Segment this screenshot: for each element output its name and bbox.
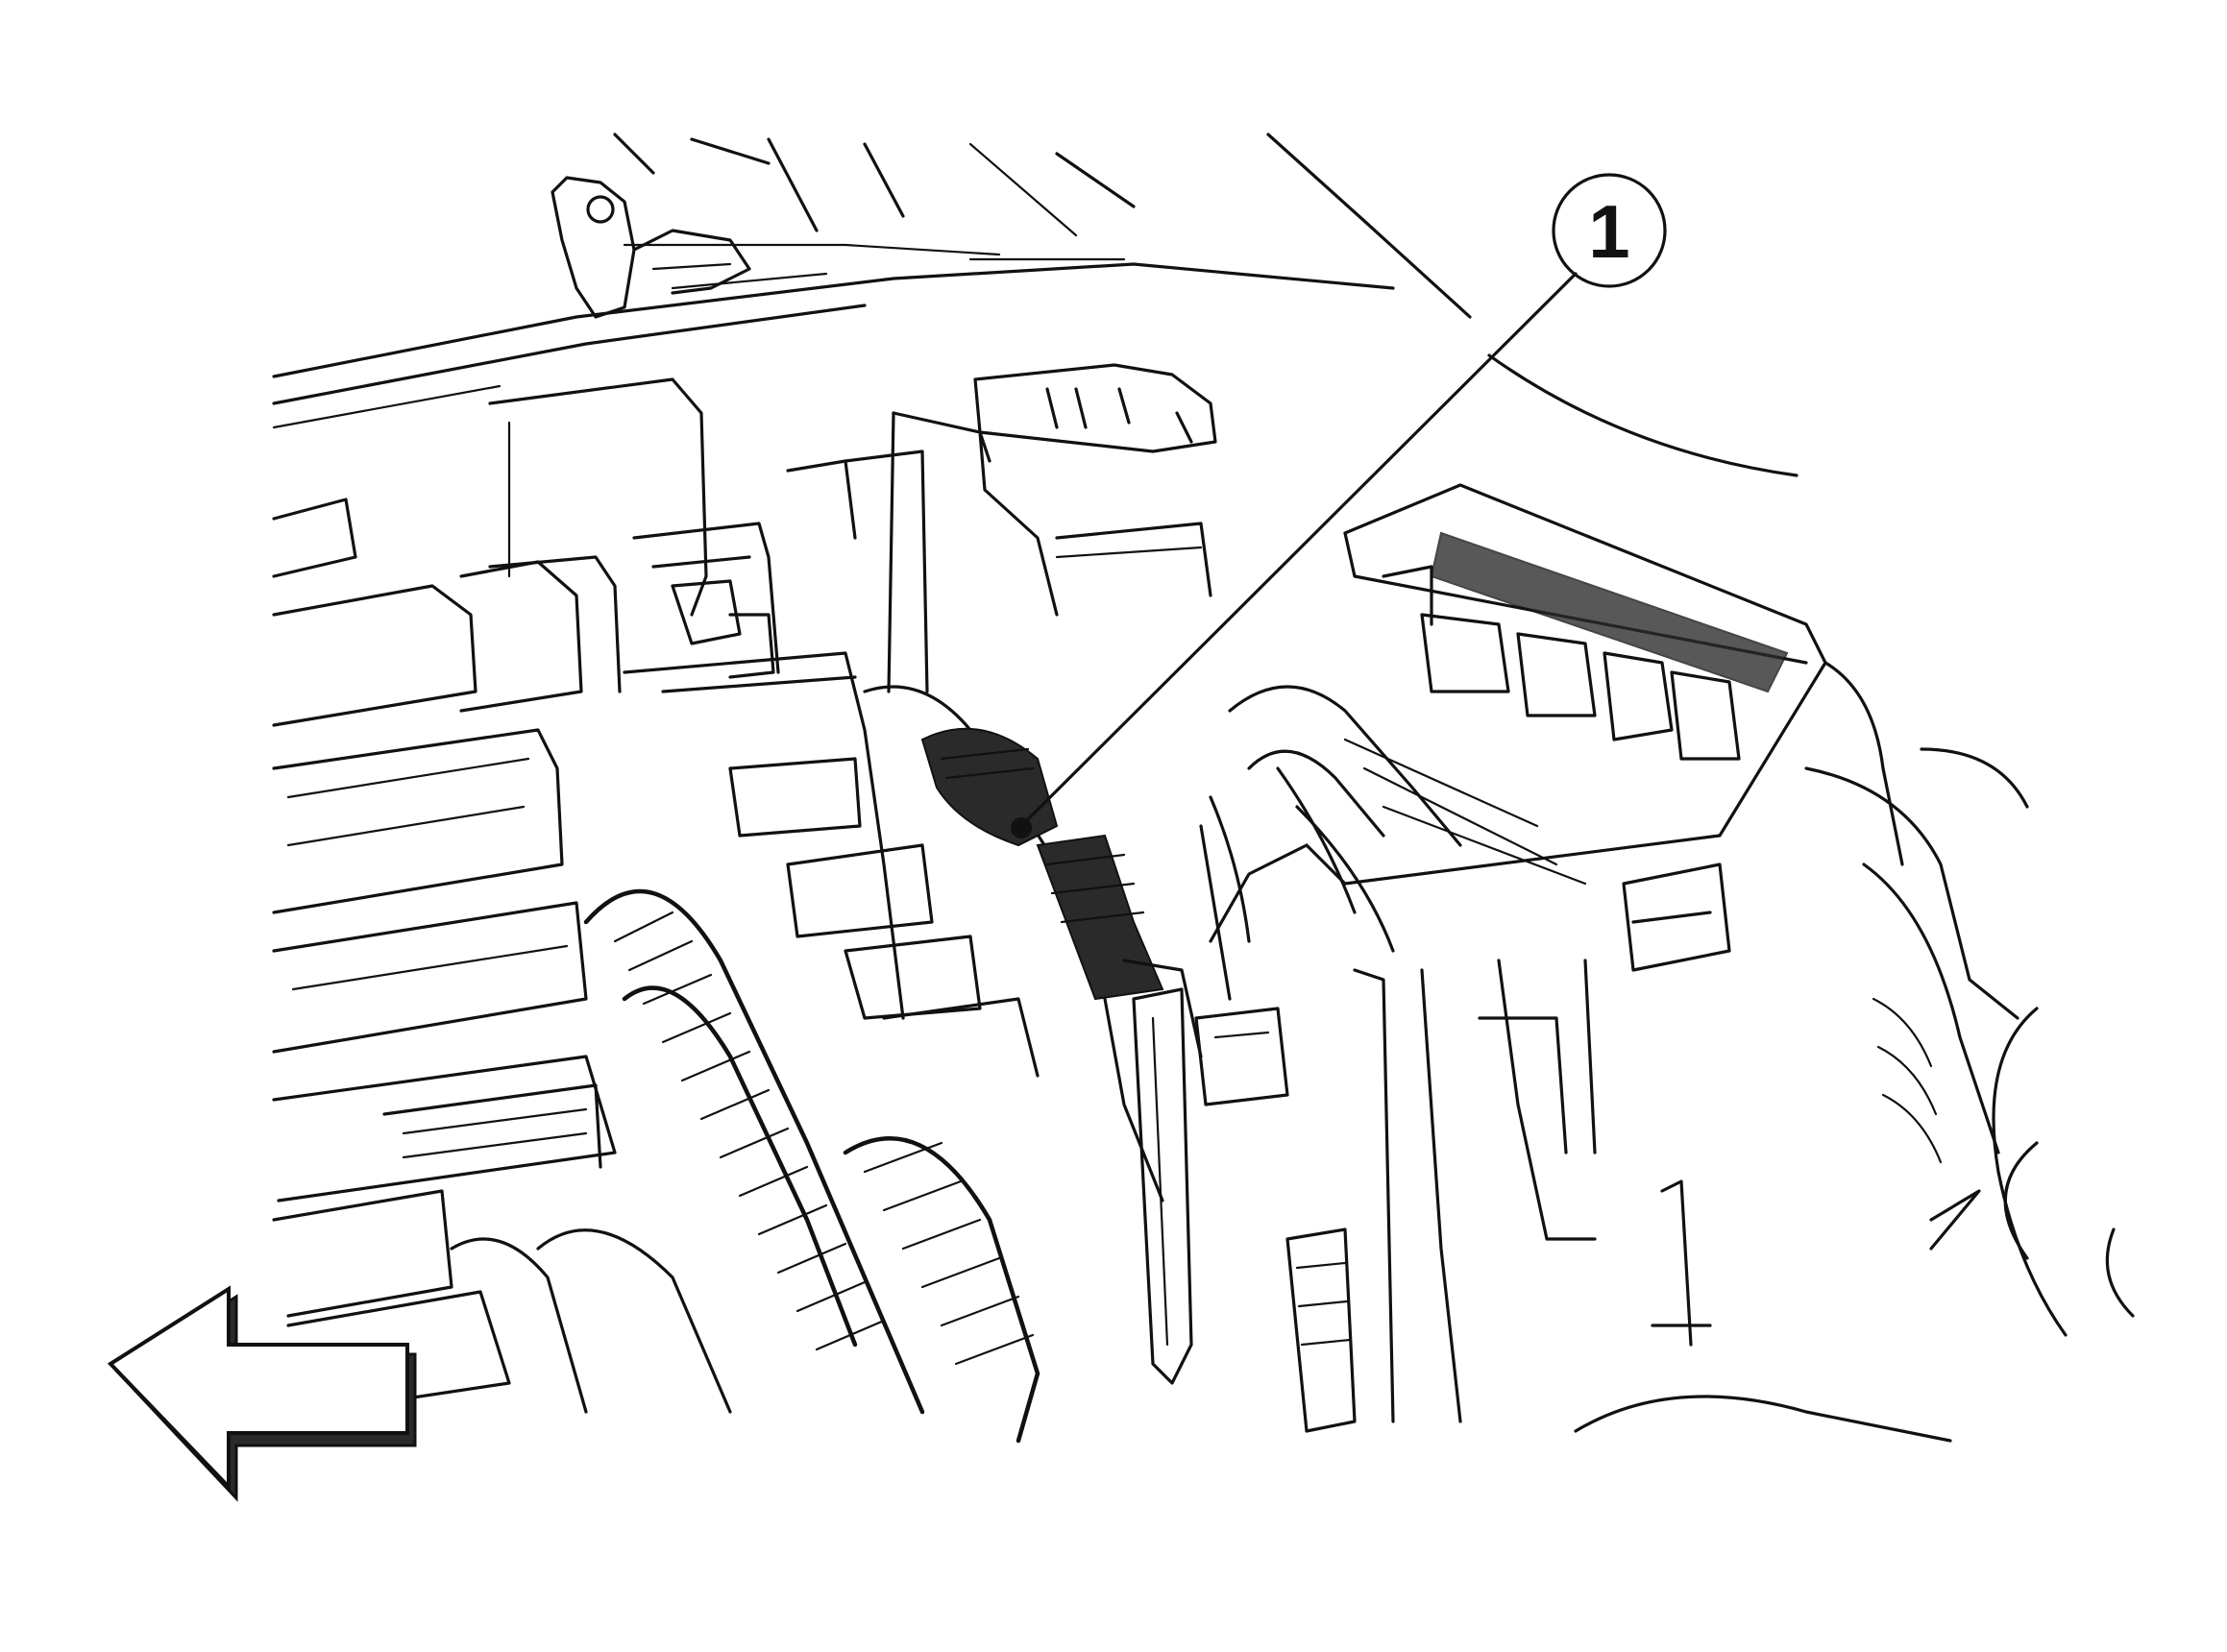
lower-right-bracket xyxy=(1285,862,1952,1443)
orientation-arrow-left xyxy=(107,1285,417,1502)
upper-connector-block xyxy=(786,363,1217,693)
vertical-bracket xyxy=(1132,987,1289,1385)
wiring-loom-right xyxy=(1199,685,1587,1001)
far-right-structure xyxy=(1804,661,2135,1337)
callout-leader-line xyxy=(1024,272,1578,823)
harness-conduit-left xyxy=(450,888,1040,1444)
upper-cowl xyxy=(272,133,1799,477)
right-fuse-block xyxy=(1209,483,1827,943)
callout-label: 1 xyxy=(1588,189,1629,274)
harness-connector xyxy=(863,685,1203,1203)
callout-1: 1 xyxy=(1024,173,1667,823)
center-relay-housing xyxy=(623,522,1040,1078)
left-module-stack xyxy=(272,377,708,1414)
callout-circle xyxy=(1552,173,1667,288)
hood-hinge-bracket xyxy=(551,176,828,319)
